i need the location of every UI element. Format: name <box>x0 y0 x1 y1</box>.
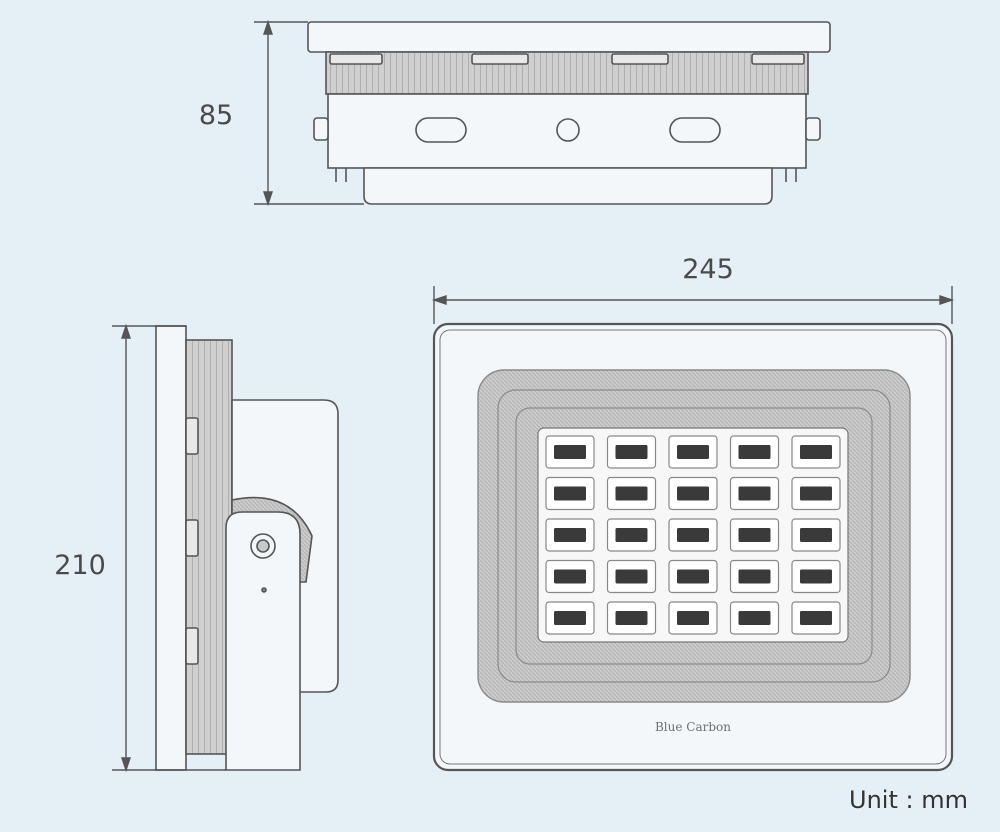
led-chip <box>677 611 709 625</box>
top-view <box>307 21 831 205</box>
width-dimension-label: 245 <box>682 254 734 285</box>
led-chip <box>677 486 709 501</box>
led-chip <box>738 611 771 625</box>
led-chip <box>800 611 832 625</box>
height-dimension-label: 85 <box>199 100 233 131</box>
brand-label: Blue Carbon <box>655 720 731 734</box>
led-chip <box>554 486 586 501</box>
led-chip <box>554 611 586 625</box>
unit-label: Unit : mm <box>849 786 968 814</box>
led-chip <box>615 528 648 542</box>
led-chip <box>615 486 648 501</box>
led-chip <box>615 611 648 625</box>
led-chip <box>800 569 832 584</box>
led-chip <box>615 569 648 584</box>
led-chip <box>554 569 586 584</box>
led-chip <box>738 445 771 459</box>
height-dimension <box>254 19 364 207</box>
depth-dimension <box>112 323 226 773</box>
top-view-right-lug <box>805 117 821 141</box>
led-chip <box>554 445 586 459</box>
led-chip <box>800 486 832 501</box>
top-view-left-lug <box>313 117 329 141</box>
led-chip <box>800 445 832 459</box>
led-chip <box>554 528 586 542</box>
led-chip <box>738 569 771 584</box>
led-chip <box>615 445 648 459</box>
top-view-right-slot <box>669 117 721 143</box>
led-grid <box>545 435 841 635</box>
led-chip <box>677 528 709 542</box>
top-view-left-slot <box>415 117 467 143</box>
led-chip <box>677 445 709 459</box>
width-dimension <box>431 286 955 324</box>
depth-dimension-label: 210 <box>54 550 106 581</box>
side-view <box>155 325 339 771</box>
led-chip <box>800 528 832 542</box>
led-chip <box>738 528 771 542</box>
top-view-front-plate <box>307 21 831 53</box>
side-view-front-plate <box>155 325 187 771</box>
top-view-cable-hole <box>556 118 580 142</box>
top-view-heatsink <box>325 51 809 95</box>
side-view-mounting-bracket <box>225 511 301 771</box>
led-chip <box>738 486 771 501</box>
led-chip <box>677 569 709 584</box>
front-view: Blue Carbon <box>432 322 954 772</box>
top-view-driver-box <box>363 167 773 205</box>
